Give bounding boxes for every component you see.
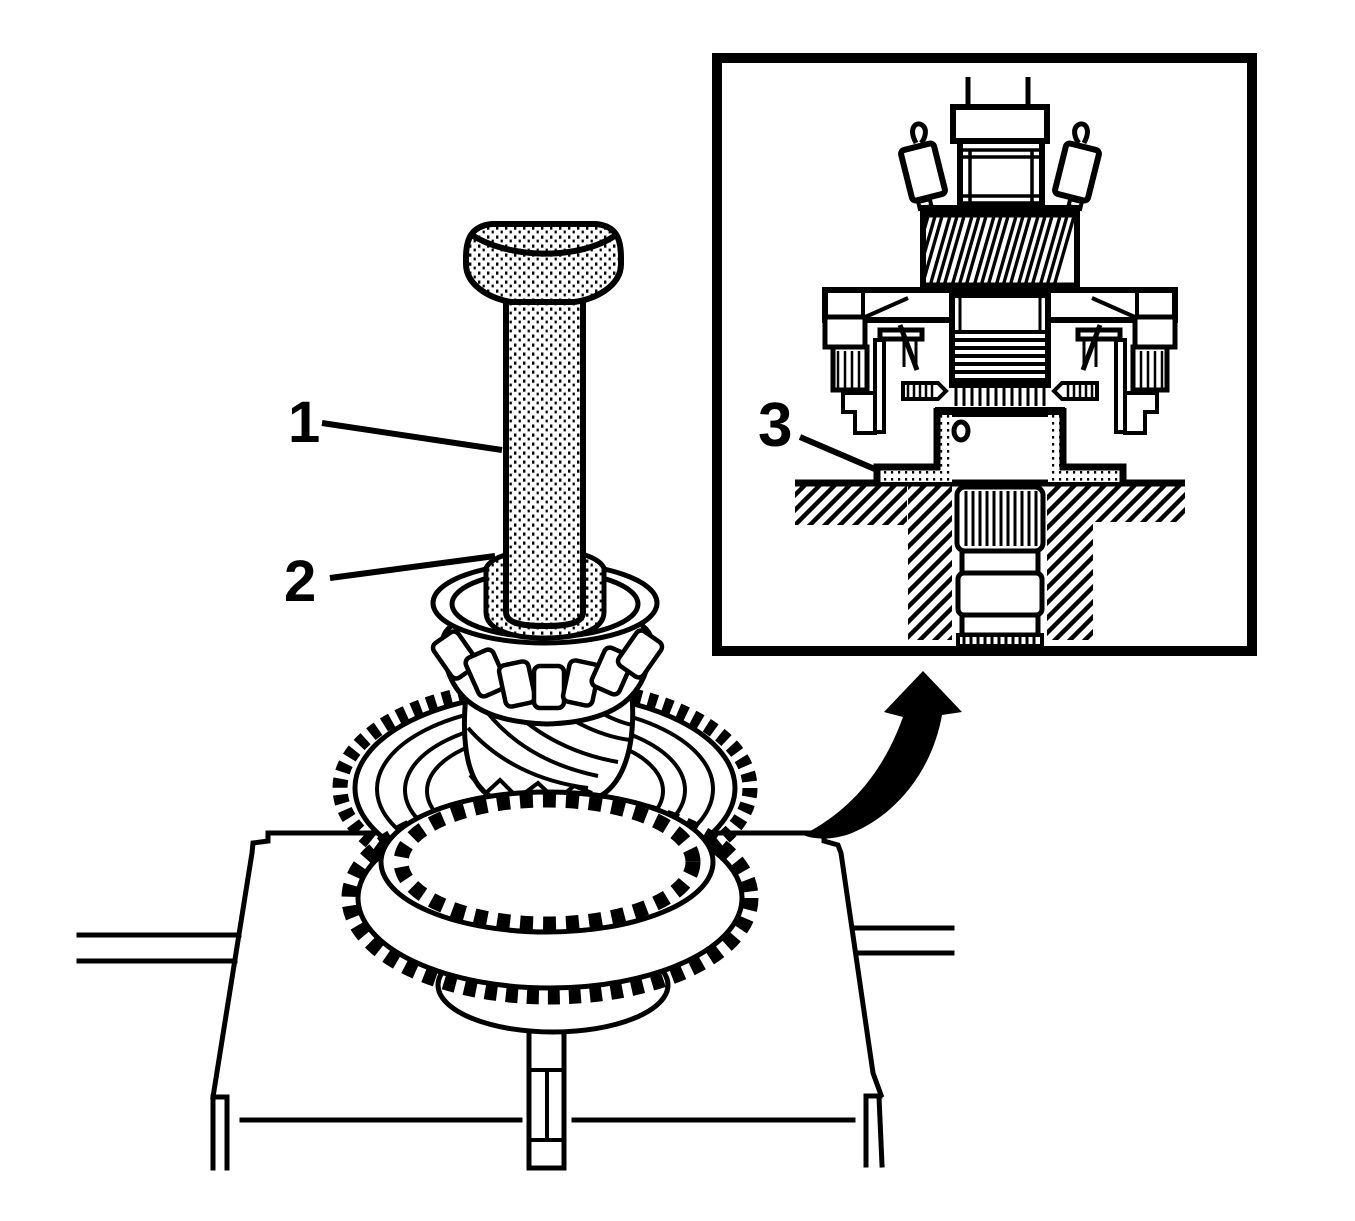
- inset-pointer-arrow-icon: [803, 671, 962, 839]
- callout-1-label: 1: [288, 390, 320, 455]
- tool-head-rim-line: [468, 231, 618, 257]
- callout-1-leader: [321, 420, 503, 453]
- inset-shaft-lower: [954, 484, 1046, 648]
- inset-shaft-top: [965, 77, 1031, 107]
- press-base-left-slot: [76, 932, 242, 964]
- press-tool-shaft: [503, 297, 586, 630]
- synchro-teeth: [393, 792, 701, 932]
- callout-3-label: 3: [758, 391, 792, 460]
- output-shaft: [526, 1019, 567, 1171]
- inset-synchro-right: [1051, 314, 1178, 435]
- inset-synchro-left: [822, 314, 949, 435]
- inset-spline-column: [935, 292, 1065, 417]
- inset-detail-view: 3: [712, 53, 1257, 656]
- inset-helical-gear: [920, 205, 1080, 293]
- inset-cage-lip-left: [910, 121, 928, 145]
- inset-shaft-step: [950, 104, 1050, 144]
- press-base-right-slot: [853, 925, 955, 956]
- inset-helical-hatch: [925, 213, 1075, 287]
- inset-bearing: [898, 121, 1102, 212]
- inset-cage-lip-right: [1072, 121, 1090, 145]
- callout-2-leader: [329, 553, 496, 581]
- callout-3-leader: [798, 434, 879, 473]
- press-tool-head: [463, 221, 624, 305]
- callout-2-label: 2: [284, 549, 316, 614]
- synchro-teeth-ring: [378, 789, 716, 935]
- inset-oil-hole: [951, 419, 971, 443]
